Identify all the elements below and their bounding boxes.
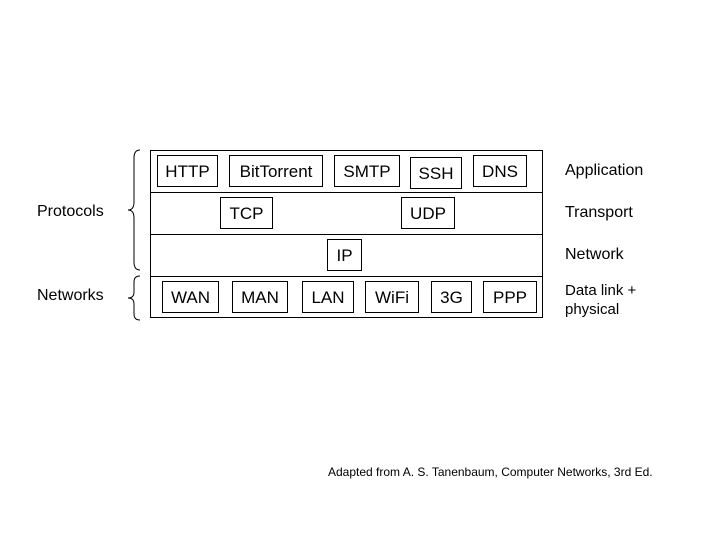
network-box-man: MAN: [232, 281, 288, 313]
protocol-box-udp: UDP: [401, 197, 455, 229]
protocol-box-bittorrent: BitTorrent: [229, 155, 323, 187]
divider-network-link: [150, 276, 543, 277]
protocols-brace: [127, 149, 141, 271]
protocol-box-ip: IP: [327, 239, 362, 271]
protocol-box-ssh: SSH: [410, 157, 462, 189]
network-box-wifi: WiFi: [365, 281, 419, 313]
layer-label-application: Application: [565, 162, 644, 179]
networks-brace: [127, 275, 141, 321]
source-credit: Adapted from A. S. Tanenbaum, Computer N…: [328, 465, 653, 479]
network-box-wan: WAN: [162, 281, 219, 313]
protocol-box-dns: DNS: [473, 155, 527, 187]
network-box-ppp: PPP: [483, 281, 537, 313]
layer-label-datalink-line1: Data link +: [565, 282, 637, 299]
layer-label-datalink-line2: physical: [565, 301, 620, 318]
divider-transport-network: [150, 234, 543, 235]
layer-label-transport: Transport: [565, 204, 633, 221]
network-box-lan: LAN: [302, 281, 354, 313]
protocol-box-smtp: SMTP: [334, 155, 400, 187]
layer-label-network: Network: [565, 246, 624, 263]
network-box-3g: 3G: [431, 281, 472, 313]
layer-label-datalink-physical: Data link + physical: [565, 281, 675, 319]
protocols-label: Protocols: [37, 203, 104, 220]
divider-application-transport: [150, 192, 543, 193]
protocol-box-http: HTTP: [157, 155, 218, 187]
networks-label: Networks: [37, 287, 104, 304]
protocol-box-tcp: TCP: [220, 197, 273, 229]
